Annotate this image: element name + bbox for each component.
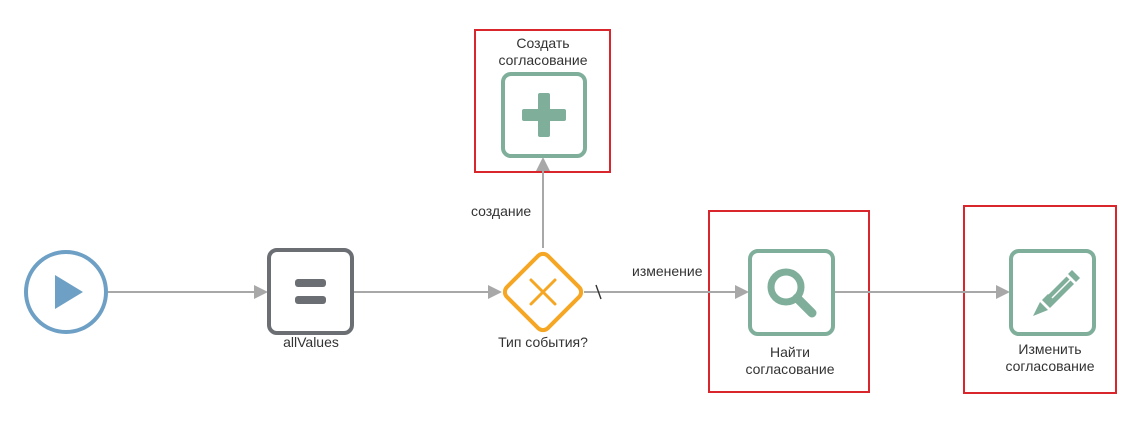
connector-allvalues-to-gateway[interactable] <box>354 285 502 299</box>
equals-icon <box>295 279 326 304</box>
gateway-label: Тип события? <box>498 334 588 350</box>
edit-task-label: Изменить согласование <box>975 341 1125 375</box>
plus-icon <box>522 93 566 137</box>
play-icon <box>55 275 83 309</box>
task-allvalues[interactable] <box>267 248 354 335</box>
create-task-label-line2: согласование <box>498 52 588 68</box>
task-find-approval[interactable] <box>748 249 835 336</box>
find-task-label-line2: согласование <box>745 361 835 377</box>
connector-gateway-to-create[interactable] <box>536 157 550 248</box>
highlight-frame-find <box>708 210 870 393</box>
task-edit-approval[interactable] <box>1009 249 1096 336</box>
pencil-icon <box>1033 270 1080 316</box>
flow-label-create: создание <box>471 203 532 219</box>
edit-task-label-line1: Изменить <box>1018 341 1082 357</box>
connector-start-to-allvalues[interactable] <box>108 285 268 299</box>
edit-task-label-line2: согласование <box>1005 358 1095 374</box>
create-task-label-line1: Создать <box>516 35 570 51</box>
find-task-label: Найти согласование <box>715 344 865 378</box>
default-flow-marker <box>595 284 602 300</box>
task-create-approval[interactable] <box>501 72 587 158</box>
find-task-label-line1: Найти <box>770 344 810 360</box>
exclusive-gateway[interactable] <box>502 251 584 333</box>
highlight-frame-edit <box>963 205 1117 394</box>
search-icon <box>767 268 817 318</box>
x-icon <box>529 278 557 306</box>
flow-label-change: изменение <box>632 263 703 279</box>
start-event[interactable] <box>24 250 108 334</box>
create-task-label: Создать согласование <box>468 35 618 69</box>
connector-gateway-to-find[interactable] <box>584 284 749 300</box>
allvalues-label: allValues <box>283 334 339 350</box>
connector-find-to-edit[interactable] <box>835 285 1010 299</box>
